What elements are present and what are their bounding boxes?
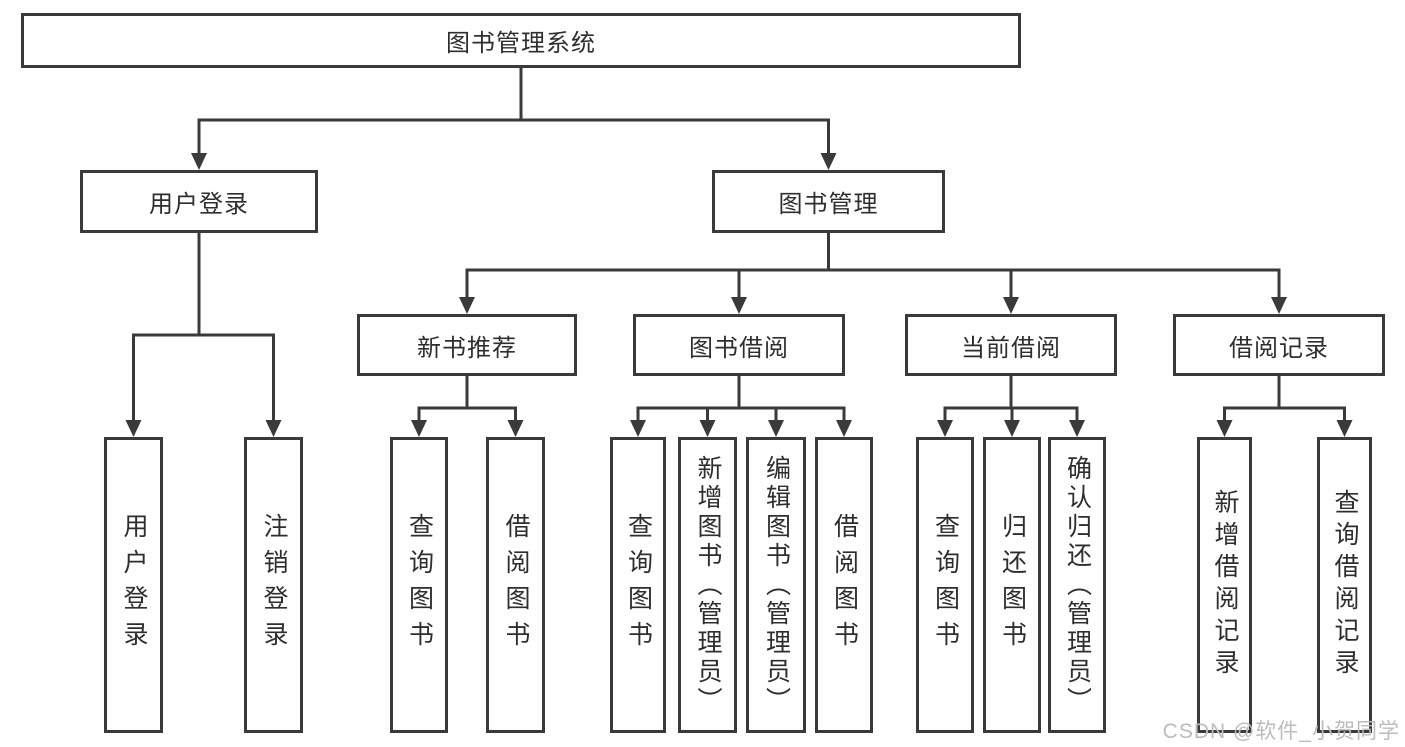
arrowhead-icon (820, 153, 837, 170)
arrowhead-icon (191, 153, 207, 170)
node-label: 新书推荐 (417, 334, 517, 362)
arrowhead-icon (699, 420, 716, 437)
node-return-books: 归还图书 (983, 437, 1041, 733)
node-add-books: 新增图书（管理员） (678, 437, 737, 733)
node-new-book-rec: 新书推荐 (357, 314, 577, 376)
node-label: 新增图书（管理员） (694, 454, 722, 716)
node-logout: 注销登录 (244, 437, 303, 733)
node-borrow-books-2: 借阅图书 (815, 437, 873, 733)
arrowhead-icon (937, 420, 953, 437)
node-label: 图书借阅 (689, 334, 789, 362)
node-label: 注销登录 (260, 513, 288, 657)
node-query-books-1: 查询图书 (390, 437, 448, 733)
node-label: 查询图书 (405, 513, 434, 657)
arrowhead-icon (768, 420, 784, 437)
node-book-borrow: 图书借阅 (633, 314, 845, 376)
node-root: 图书管理系统 (21, 13, 1021, 68)
node-add-borrow-record: 新增借阅记录 (1197, 437, 1252, 733)
node-label: 借阅记录 (1229, 334, 1329, 362)
node-label: 查询图书 (624, 513, 653, 657)
node-confirm-return: 确认归还（管理员） (1048, 437, 1106, 733)
watermark-text: CSDN @软件_小贺同学 (1162, 720, 1400, 743)
arrowhead-icon (1271, 297, 1287, 314)
node-book-mgmt: 图书管理 (712, 170, 945, 233)
node-label: 借阅图书 (830, 513, 859, 657)
arrowhead-icon (411, 420, 427, 437)
node-query-books-3: 查询图书 (916, 437, 974, 733)
node-borrow-records: 借阅记录 (1173, 314, 1385, 376)
arrowhead-icon (1336, 420, 1353, 437)
arrowhead-icon (265, 420, 282, 437)
node-label: 确认归还（管理员） (1063, 454, 1092, 716)
arrowhead-icon (836, 420, 852, 437)
arrowhead-icon (731, 297, 747, 314)
arrowhead-icon (1003, 297, 1019, 314)
node-current-borrow: 当前借阅 (905, 314, 1117, 376)
arrowhead-icon (630, 420, 646, 437)
node-borrow-books-1: 借阅图书 (486, 437, 545, 733)
arrowhead-icon (1069, 420, 1085, 437)
arrowhead-icon (1004, 420, 1020, 437)
node-edit-books: 编辑图书（管理员） (746, 437, 806, 733)
arrowhead-icon (459, 297, 475, 314)
node-label: 归还图书 (998, 513, 1027, 657)
node-label: 借阅图书 (502, 513, 530, 657)
node-user-login: 用户登录 (80, 170, 318, 233)
node-label: 用户登录 (149, 191, 249, 218)
node-label: 当前借阅 (961, 334, 1061, 362)
arrowhead-icon (1216, 420, 1233, 437)
arrowhead-icon (125, 420, 142, 437)
node-label: 新增借阅记录 (1211, 489, 1239, 681)
node-label: 查询借阅记录 (1331, 489, 1359, 681)
node-user-login-v: 用户登录 (104, 437, 163, 733)
node-label: 图书管理 (778, 191, 879, 218)
node-query-borrow-record: 查询借阅记录 (1317, 437, 1372, 733)
node-label: 图书管理系统 (446, 30, 596, 57)
node-label: 编辑图书（管理员） (762, 454, 791, 716)
node-label: 用户登录 (120, 513, 148, 657)
node-label: 查询图书 (931, 513, 960, 657)
arrowhead-icon (507, 420, 524, 437)
node-query-books-2: 查询图书 (610, 437, 666, 733)
